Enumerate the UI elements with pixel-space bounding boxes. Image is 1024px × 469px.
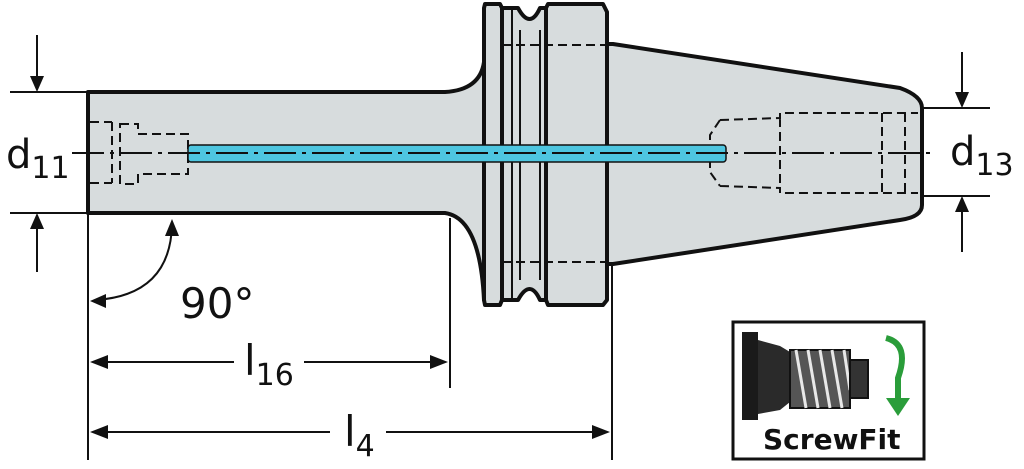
logo-cone-icon	[758, 340, 790, 414]
screwfit-logo: ScrewFit	[731, 320, 926, 461]
logo-arrow-head-icon	[886, 398, 910, 416]
shank-body	[86, 60, 486, 302]
angle-arrow-top	[165, 219, 179, 236]
logo-plate-icon	[742, 332, 758, 420]
angle-arc	[95, 224, 173, 301]
l16-arrow-right	[430, 355, 448, 369]
d11-arrow-top	[30, 76, 44, 92]
d13-arrow-top	[955, 92, 969, 108]
angle-arrow-left	[90, 294, 106, 308]
angle-label: 90°	[180, 279, 254, 328]
d13-arrow-bottom	[955, 196, 969, 212]
d13-label: d13	[950, 129, 1014, 183]
l4-arrow-left	[90, 425, 108, 439]
logo-rotate-arrow-icon	[885, 335, 905, 400]
d11-arrow-bottom	[30, 213, 44, 229]
logo-text: ScrewFit	[763, 423, 901, 456]
l4-arrow-right	[592, 425, 610, 439]
l16-label: l16	[244, 336, 294, 393]
logo-nut-icon	[849, 359, 869, 399]
logo-thread-lines	[794, 349, 852, 409]
d11-label: d11	[6, 132, 70, 186]
l4-label: l4	[344, 407, 375, 464]
l16-arrow-left	[90, 355, 108, 369]
